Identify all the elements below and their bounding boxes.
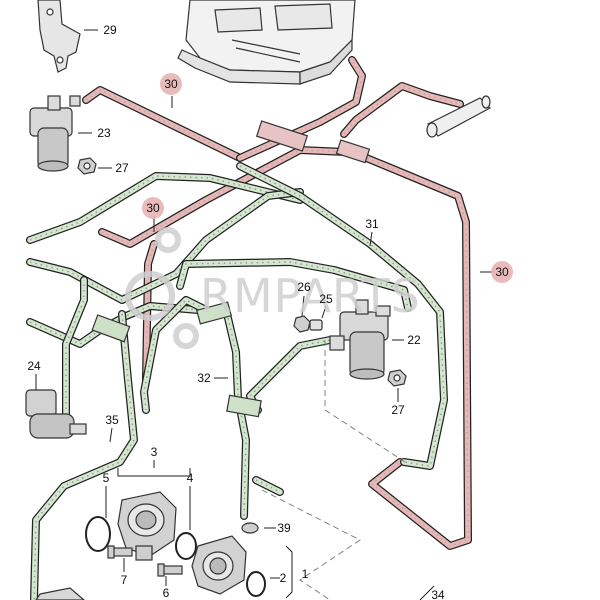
hose-32-texture <box>227 317 247 517</box>
nut-27-lower <box>387 369 407 387</box>
bolt-7 <box>107 545 133 559</box>
t-piece-upper <box>255 120 371 164</box>
hose-31-texture <box>239 165 445 467</box>
check-valve-upper-right <box>426 95 491 138</box>
hose-green-to-24-texture <box>65 280 85 420</box>
hose-green-35-texture <box>33 313 135 600</box>
throttle-part-3 <box>117 491 177 561</box>
label-26: 26 <box>297 280 311 294</box>
part-26 <box>293 315 311 333</box>
label-27-lower: 27 <box>391 403 405 417</box>
label-1: 1 <box>302 567 309 581</box>
solenoid-valve-23 <box>29 95 81 172</box>
watermark: RMPARTS <box>125 227 421 349</box>
part-labels: 29 23 27 30 30 30 31 26 25 22 27 32 24 3… <box>27 23 509 600</box>
hose-30-mid <box>99 147 349 247</box>
nut-27-upper <box>77 157 97 175</box>
hose-30-to-check-valve-texture <box>343 85 461 135</box>
callout-30-highlights <box>142 73 513 283</box>
hose-green-lower-outline <box>246 336 334 414</box>
label-35: 35 <box>105 413 119 427</box>
hose-32 <box>225 315 249 519</box>
hose-30-to-check-valve <box>341 83 463 137</box>
hose-green-mid-texture <box>29 191 301 301</box>
hose-30-down-texture <box>145 243 155 381</box>
o-ring-4 <box>175 532 197 560</box>
bolt-6 <box>157 563 183 577</box>
hose-green-35-outline <box>30 310 138 600</box>
label-7: 7 <box>121 573 128 587</box>
o-ring-5 <box>85 516 111 552</box>
hose-30-long-right-texture <box>351 151 469 547</box>
label-25: 25 <box>319 292 333 306</box>
valve-part-1 <box>191 535 247 595</box>
dashed-leaders <box>261 340 406 600</box>
valve-24 <box>25 389 87 439</box>
label-30-right: 30 <box>495 265 509 279</box>
callout-lines <box>35 29 494 600</box>
label-31: 31 <box>365 217 379 231</box>
label-30-top: 30 <box>164 77 178 91</box>
hose-green-22-loop-texture <box>179 261 409 309</box>
bracket-29 <box>37 0 81 73</box>
hose-30-down <box>143 241 157 383</box>
hose-30-top <box>83 87 243 161</box>
part-bottom-left <box>35 587 85 600</box>
solenoid-valve-22 <box>329 299 391 380</box>
label-27-upper: 27 <box>115 161 129 175</box>
label-34: 34 <box>431 588 445 600</box>
label-6: 6 <box>163 586 170 600</box>
hose-green-to-24 <box>63 277 87 423</box>
label-23: 23 <box>97 126 111 140</box>
label-5: 5 <box>103 471 110 485</box>
part-39 <box>241 522 259 534</box>
gear-icon <box>125 227 199 349</box>
watermark-text: RMPARTS <box>200 269 421 323</box>
hose-30-long-right <box>349 149 471 549</box>
label-29: 29 <box>103 23 117 37</box>
label-32: 32 <box>197 371 211 385</box>
hose-green-upper-left-texture <box>29 175 301 241</box>
hose-30-top-texture <box>85 89 241 159</box>
hose-green-to-39-texture <box>255 479 281 493</box>
label-30-mid: 30 <box>146 201 160 215</box>
t-piece-lower <box>91 301 262 418</box>
label-24: 24 <box>27 359 41 373</box>
label-4: 4 <box>187 471 194 485</box>
o-ring-2 <box>246 571 266 597</box>
label-2: 2 <box>280 571 287 585</box>
label-39: 39 <box>277 521 291 535</box>
air-filter-housing <box>177 0 356 85</box>
hose-network <box>26 56 472 600</box>
label-3: 3 <box>151 445 158 459</box>
hose-green-center <box>141 297 217 413</box>
label-22: 22 <box>407 333 421 347</box>
part-25 <box>309 319 323 331</box>
